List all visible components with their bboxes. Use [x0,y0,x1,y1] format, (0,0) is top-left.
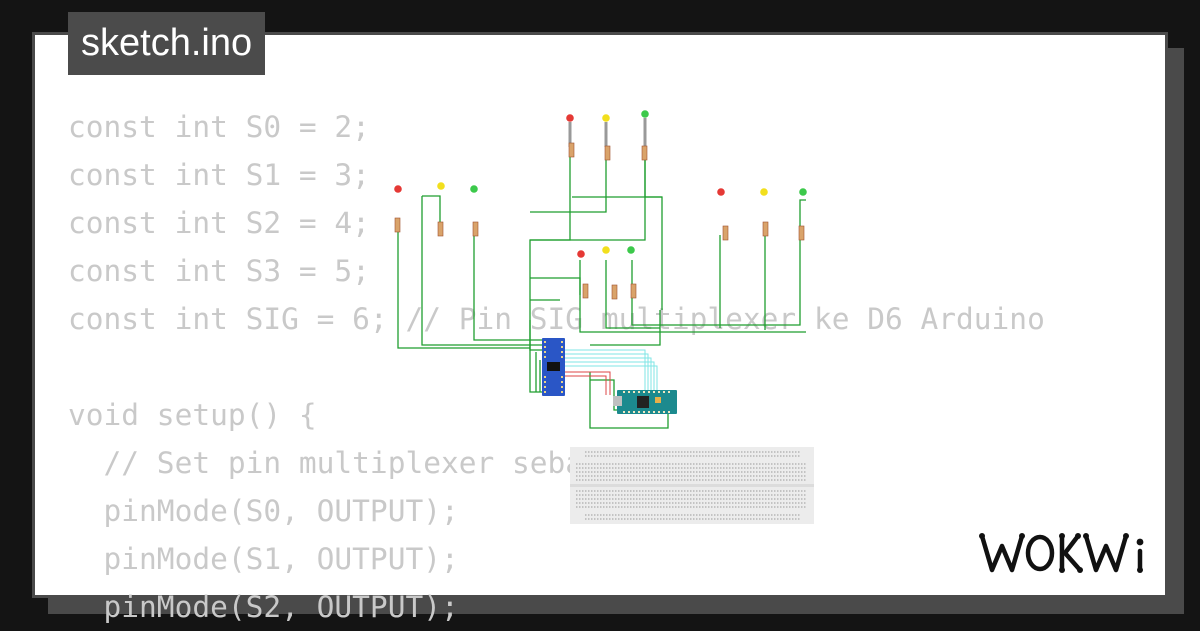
yellow-led-icon [760,188,768,196]
code-line: pinMode(S2, OUTPUT); [68,590,459,624]
file-tab[interactable]: sketch.ino [68,12,266,75]
code-line: const int S1 = 3; [68,158,370,192]
code-line: const int S2 = 4; [68,206,370,240]
red-led-icon [566,114,574,122]
yellow-led-icon [602,246,610,254]
code-line: pinMode(S0, OUTPUT); [68,494,459,528]
code-line: const int SIG = 6; // Pin SIG multiplexe… [68,302,1045,336]
led-group [394,110,807,258]
multiplexer-board [542,338,565,396]
red-led-icon [394,185,402,193]
resistors [394,142,805,300]
green-led-icon [470,185,478,193]
code-line: pinMode(S1, OUTPUT); [68,542,459,576]
code-line: const int S3 = 5; [68,254,370,288]
green-led-icon [627,246,635,254]
red-led-icon [717,188,725,196]
code-line: void setup() { [68,398,317,432]
green-led-icon [799,188,807,196]
red-led-icon [577,250,585,258]
breadboard [570,447,814,524]
power-wires [565,371,611,395]
wires [397,150,806,429]
wokwi-logo [979,533,1144,573]
yellow-led-icon [602,114,610,122]
yellow-led-icon [437,182,445,190]
arduino-nano-board [613,390,677,414]
code-line: const int S0 = 2; [68,110,370,144]
signal-wires [565,349,658,392]
green-led-icon [641,110,649,118]
